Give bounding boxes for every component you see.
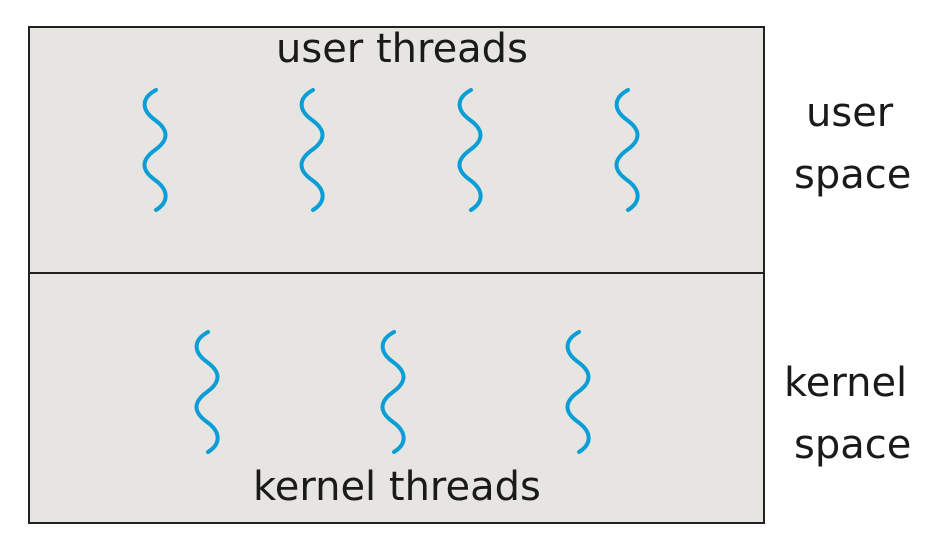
user-thread-icon [299, 88, 325, 212]
kernel-space-label-line2: space [794, 422, 912, 468]
kernel-thread-icon [565, 330, 591, 454]
kernel-threads-title: kernel threads [253, 464, 541, 510]
user-space-label-line1: user [806, 90, 894, 136]
kernel-thread-icon [194, 330, 220, 454]
user-thread-icon [457, 88, 483, 212]
user-threads-title: user threads [276, 26, 528, 72]
kernel-space-label-line1: kernel [784, 360, 908, 406]
kernel-thread-icon [380, 330, 406, 454]
user-thread-icon [614, 88, 640, 212]
kernel-space-box [28, 272, 765, 524]
user-space-label-line2: space [794, 152, 912, 198]
user-thread-icon [142, 88, 168, 212]
